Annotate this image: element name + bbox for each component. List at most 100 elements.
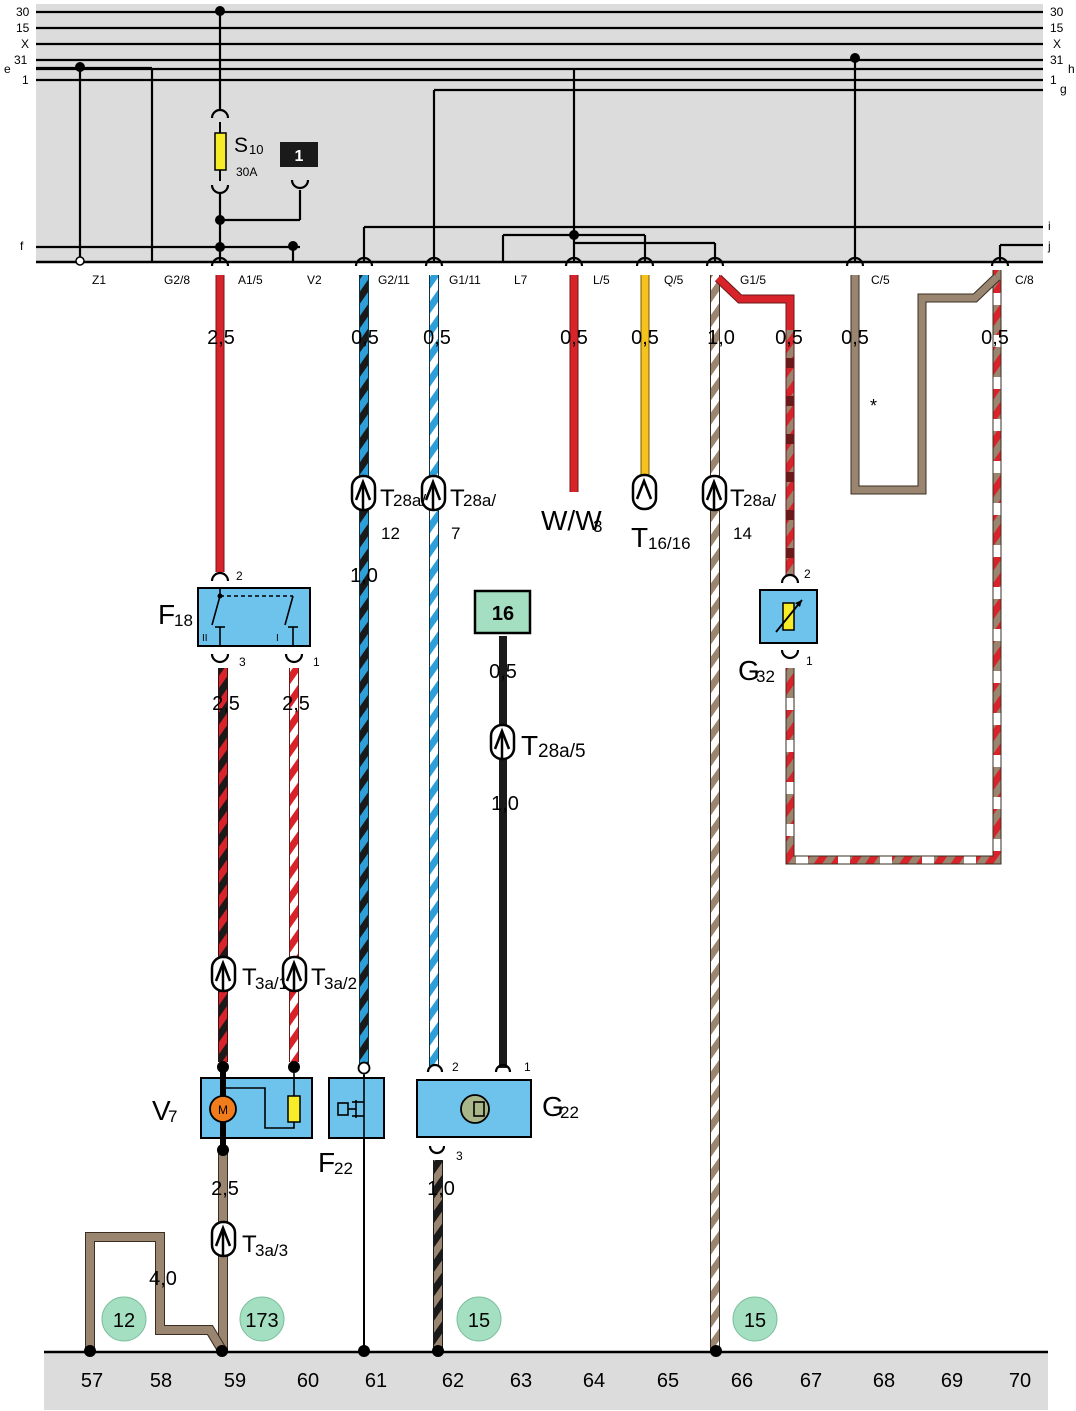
plug-t3a3-main: T bbox=[242, 1231, 257, 1258]
ref-box-1: 1 bbox=[280, 142, 318, 190]
fuse-body bbox=[214, 132, 227, 171]
size-c5: 0,5 bbox=[841, 327, 869, 349]
size-a1-5: 2,5 bbox=[207, 327, 235, 349]
plug-t28a14-main: T bbox=[730, 485, 745, 512]
track-65: 65 bbox=[657, 1370, 679, 1392]
plug-t28a5-sub: 28a/5 bbox=[538, 741, 586, 762]
wire-g32-loop-c8 bbox=[785, 270, 1002, 865]
ref-box-16-label: 16 bbox=[492, 603, 514, 625]
plug-t28a14-num: 14 bbox=[733, 524, 752, 543]
bus-label-1: 1 bbox=[22, 73, 29, 87]
ground-ref-12: 12 bbox=[113, 1310, 135, 1332]
plug-t3a3 bbox=[210, 1220, 237, 1258]
g22-label-main: G bbox=[542, 1091, 564, 1122]
bus-label-1-right: 1 bbox=[1050, 73, 1057, 87]
track-67: 67 bbox=[800, 1370, 822, 1392]
connector-g2-8: G2/8 bbox=[164, 273, 190, 287]
component-g22: 2 1 3 G 22 bbox=[416, 1060, 579, 1163]
bus-label-30-right: 30 bbox=[1050, 5, 1064, 19]
track-66: 66 bbox=[731, 1370, 753, 1392]
f22-label-sub: 22 bbox=[334, 1159, 353, 1178]
f18-pin-2: 2 bbox=[236, 569, 243, 583]
plug-t28a7-num: 7 bbox=[451, 524, 460, 543]
plug-t28a14-sub: 28a/ bbox=[743, 491, 776, 510]
track-59: 59 bbox=[224, 1370, 246, 1392]
panel-connector-arcs bbox=[210, 256, 1010, 267]
plug-symbols bbox=[210, 473, 728, 1258]
track-68: 68 bbox=[873, 1370, 895, 1392]
ground-ref-15b: 15 bbox=[744, 1310, 766, 1332]
plug-t28a12-sub: 28a/ bbox=[393, 491, 426, 510]
bus-label-15-right: 15 bbox=[1050, 21, 1064, 35]
connector-v2: V2 bbox=[307, 273, 322, 287]
track-60: 60 bbox=[297, 1370, 319, 1392]
plug-t28a5 bbox=[489, 723, 516, 761]
size-v7-low: 2,5 bbox=[211, 1178, 239, 1200]
bus-label-30: 30 bbox=[16, 5, 30, 19]
plug-t28a7-main: T bbox=[450, 485, 465, 512]
track-69: 69 bbox=[941, 1370, 963, 1392]
v7-label-sub: 7 bbox=[168, 1107, 177, 1126]
wire-c5-brown-loop bbox=[850, 273, 1001, 495]
size-f18-pin3: 2,5 bbox=[212, 693, 240, 715]
plug-t3a2-sub: 3a/2 bbox=[324, 974, 357, 993]
fuse-relay-panel bbox=[36, 4, 1043, 262]
ref-box-16: 16 bbox=[473, 589, 532, 635]
terminal-z1-open bbox=[75, 256, 85, 266]
component-f22: F 22 bbox=[318, 1061, 385, 1178]
f18-pin-1: 1 bbox=[313, 655, 320, 669]
wire-size-labels: 2,5 0,5 0,5 0,5 0,5 1,0 0,5 0,5 0,5 1,0 … bbox=[149, 327, 1009, 1290]
plug-t3a1 bbox=[210, 955, 237, 993]
component-v7: M V 7 bbox=[152, 1061, 313, 1156]
size-g22-low: 1,0 bbox=[427, 1178, 455, 1200]
plug-t1616-sub: 16/16 bbox=[648, 534, 691, 553]
size-g1-5-branch: 0,5 bbox=[775, 327, 803, 349]
plug-ww3-main: W/W bbox=[541, 505, 602, 536]
f18-pin-3: 3 bbox=[239, 655, 246, 669]
connector-a1-5: A1/5 bbox=[238, 273, 263, 287]
size-l5: 0,5 bbox=[560, 327, 588, 349]
track-numbers: 57 58 59 60 61 62 63 64 65 66 67 68 69 7… bbox=[81, 1370, 1031, 1392]
fuse-name-sub: 10 bbox=[249, 142, 263, 157]
connector-l-5: L/5 bbox=[593, 273, 610, 287]
asterisk-note: * bbox=[870, 396, 877, 416]
plug-t28a7 bbox=[420, 474, 447, 512]
plug-t3a1-main: T bbox=[242, 964, 257, 991]
bus-label-15: 15 bbox=[16, 21, 30, 35]
size-f18-pin1: 2,5 bbox=[282, 693, 310, 715]
track-58: 58 bbox=[150, 1370, 172, 1392]
fuse-rating: 30A bbox=[236, 165, 257, 179]
g32-label-sub: 32 bbox=[756, 667, 775, 686]
size-g22-top: 0,5 bbox=[489, 661, 517, 683]
connector-c-8: C/8 bbox=[1015, 273, 1034, 287]
bus-labels-right: 30 15 X 31 h 1 g i j bbox=[1047, 5, 1075, 253]
motor-icon bbox=[209, 1095, 237, 1123]
f18-label-sub: 18 bbox=[174, 611, 193, 630]
plug-ww3-sub: 3 bbox=[593, 517, 602, 536]
plug-t28a7-sub: 28a/ bbox=[463, 491, 496, 510]
bus-label-h-right: h bbox=[1068, 62, 1075, 76]
ground-ref-15a: 15 bbox=[468, 1310, 490, 1332]
connector-z1: Z1 bbox=[92, 273, 106, 287]
ground-track-strip bbox=[44, 1352, 1048, 1410]
plug-t3a3-sub: 3a/3 bbox=[255, 1241, 288, 1260]
g32-pin-2: 2 bbox=[804, 567, 811, 581]
v7-label-main: V bbox=[152, 1095, 171, 1126]
junction-dots bbox=[75, 6, 860, 252]
track-62: 62 bbox=[442, 1370, 464, 1392]
size-g1-5: 1,0 bbox=[707, 327, 735, 349]
g22-label-sub: 22 bbox=[560, 1103, 579, 1122]
size-g2-11: 0,5 bbox=[351, 327, 379, 349]
connector-g1-11: G1/11 bbox=[449, 273, 481, 287]
plug-t28a14 bbox=[701, 474, 728, 512]
ref-box-1-label: 1 bbox=[295, 148, 304, 165]
component-g32: 2 1 G 32 bbox=[738, 567, 818, 686]
f18-switch-label-ii: II bbox=[202, 633, 208, 644]
connector-c-5: C/5 bbox=[871, 273, 890, 287]
g22-pin-2: 2 bbox=[452, 1060, 459, 1074]
connector-g1-5: G1/5 bbox=[740, 273, 766, 287]
connector-q-5: Q/5 bbox=[664, 273, 684, 287]
connector-l7: L7 bbox=[514, 273, 528, 287]
track-61: 61 bbox=[365, 1370, 387, 1392]
plug-t3a2 bbox=[281, 955, 308, 993]
